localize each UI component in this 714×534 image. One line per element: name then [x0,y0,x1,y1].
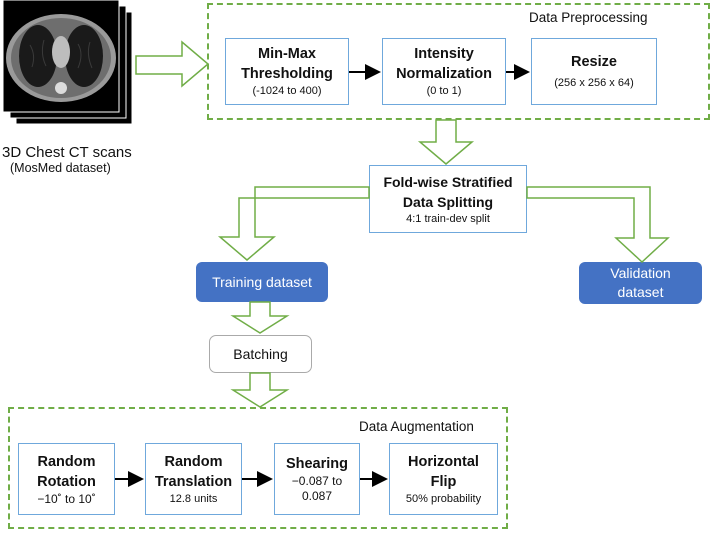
horizontal-flip-box: Horizontal Flip 50% probability [389,443,498,515]
step-title: Resize [571,54,617,70]
validation-label: dataset [617,284,664,300]
random-rotation-box: Random Rotation −10˚ to 10˚ [18,443,115,515]
ct-caption-line2: (MosMed dataset) [10,161,111,175]
block-arrow-to-validation [526,186,670,264]
aug-detail: 0.087 [301,489,333,503]
random-translation-box: Random Translation 12.8 units [145,443,242,515]
aug-title: Flip [430,473,457,490]
step-detail: (-1024 to 400) [252,85,322,97]
block-arrow-to-augmentation [230,372,290,408]
step-detail: (256 x 256 x 64) [554,77,634,89]
aug-title: Random [164,453,223,470]
block-arrow-to-splitting [417,119,475,165]
aug-title: Translation [154,473,233,490]
aug-detail: 12.8 units [169,492,218,505]
data-splitting-box: Fold-wise Stratified Data Splitting 4:1 … [369,165,527,233]
step-title: Normalization [396,66,492,82]
aug-detail: −0.087 to [291,474,343,488]
step-detail: (0 to 1) [426,85,462,97]
step-title: Thresholding [241,66,333,82]
preprocessing-label: Data Preprocessing [529,10,648,25]
ct-scan-stack [0,0,136,128]
block-arrow-to-batching [230,301,290,334]
aug-title: Shearing [285,456,349,472]
aug-detail: −10˚ to 10˚ [37,491,96,506]
step-title: Min-Max [258,46,316,62]
block-arrow-ct-to-preprocessing [135,40,210,88]
augmentation-label: Data Augmentation [359,419,474,434]
block-arrow-to-training [217,186,370,261]
intensity-normalization-box: Intensity Normalization (0 to 1) [382,38,506,105]
min-max-thresholding-box: Min-Max Thresholding (-1024 to 400) [225,38,349,105]
split-title: Fold-wise Stratified [383,173,513,190]
ct-caption-line1: 3D Chest CT scans [2,144,132,161]
aug-title: Rotation [37,473,96,490]
resize-box: Resize (256 x 256 x 64) [531,38,657,105]
augmentation-group [8,407,508,529]
preprocessing-group [207,3,710,120]
shearing-box: Shearing −0.087 to 0.087 [274,443,360,515]
split-title: Data Splitting [402,193,494,210]
validation-label: Validation [610,265,671,281]
aug-detail: 50% probability [405,492,482,505]
aug-title: Random [37,453,96,470]
training-dataset-box: Training dataset [196,262,328,302]
aug-title: Horizontal [408,453,479,470]
split-detail: 4:1 train-dev split [406,212,490,225]
validation-dataset-box: Validation dataset [579,262,702,304]
step-title: Intensity [414,46,474,62]
